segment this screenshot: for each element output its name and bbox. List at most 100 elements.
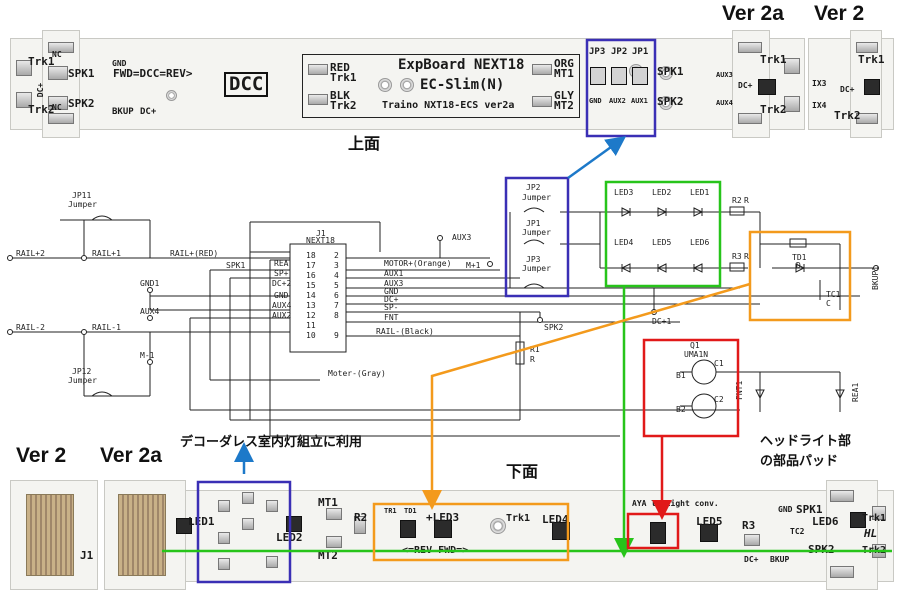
label-ver2a-top: Ver 2a xyxy=(722,2,784,25)
pad xyxy=(830,566,854,578)
sch-pin-l2: DC+2 xyxy=(272,279,291,288)
sch-pin-l0: REA xyxy=(274,259,289,268)
pad xyxy=(218,500,230,512)
pad xyxy=(326,508,342,520)
silk-jp-gnd: GND xyxy=(589,97,602,105)
silk-jp-aux2: AUX2 xyxy=(609,97,626,105)
label-ver2-top: Ver 2 xyxy=(814,2,865,25)
silk-trk1b: Trk1 xyxy=(330,71,357,84)
bsilk-led4: LED4 xyxy=(542,513,569,526)
heading-bottom-side: 下面 xyxy=(506,462,539,481)
silk-org: ORG xyxy=(554,57,574,70)
silk-mt2: MT2 xyxy=(554,99,574,112)
sch-b2: B2 xyxy=(676,405,686,414)
mount-hole xyxy=(378,78,392,92)
sch-rail-p2: RAIL+2 xyxy=(16,249,45,258)
silk-r-trk2: Trk2 xyxy=(760,103,787,116)
sch-pin-n11: 11 xyxy=(306,321,316,330)
next18-connector-ver2a xyxy=(118,494,166,576)
silk-v2-dc: DC+ xyxy=(840,85,855,94)
sch-pin-l4: AUX4 xyxy=(272,301,291,310)
sch-led1: LED1 xyxy=(690,188,709,197)
silk-gnd: GND xyxy=(112,59,127,68)
pad xyxy=(856,42,878,53)
led6-chip xyxy=(850,512,866,528)
silk-r-aux4: AUX4 xyxy=(716,99,733,107)
sch-pin-n7: 7 xyxy=(334,301,339,310)
annotation-headlight: ヘッドライト部 の部品パッド xyxy=(760,434,852,469)
silk-trk2b: Trk2 xyxy=(330,99,357,112)
heading-top-side: 上面 xyxy=(348,134,381,153)
sch-led6: LED6 xyxy=(690,238,709,247)
pad xyxy=(266,556,278,568)
pad xyxy=(354,516,366,534)
sch-r2: R2 xyxy=(732,196,742,205)
sch-spk2: SPK2 xyxy=(544,323,563,332)
sch-pin-r2: AUX3 xyxy=(384,279,403,288)
pad xyxy=(738,113,762,124)
sch-pin-n14: 14 xyxy=(306,291,316,300)
pad xyxy=(16,60,32,76)
blue-arrow-top xyxy=(567,136,627,180)
sch-pin-n12: 12 xyxy=(306,311,316,320)
bottom-board-ver2a xyxy=(104,490,894,582)
sch-r1b: R xyxy=(530,355,535,364)
silk-v2-ix3: IX3 xyxy=(812,79,827,88)
bsilk-spk1: SPK1 xyxy=(796,503,823,516)
sch-pin-n2: 2 xyxy=(334,251,339,260)
silk-trk1: Trk1 xyxy=(28,55,55,68)
sch-led3: LED3 xyxy=(614,188,633,197)
dcc-logo: DCC xyxy=(224,72,269,97)
blue-box-top-jumpers xyxy=(585,38,657,138)
next18-connector-ver2 xyxy=(26,494,74,576)
diode xyxy=(758,79,776,95)
sch-pin-n3: 3 xyxy=(334,261,339,270)
silk-v2-trk1: Trk1 xyxy=(858,53,885,66)
silk-mt1: MT1 xyxy=(554,67,574,80)
sch-pin-n6: 6 xyxy=(334,291,339,300)
bsilk-mt2: MT2 xyxy=(318,549,338,562)
pad xyxy=(744,534,760,546)
sch-pin-n15: 15 xyxy=(306,281,316,290)
pad xyxy=(532,96,552,107)
led4-chip xyxy=(552,522,570,540)
silk-jp2: JP2 xyxy=(611,47,628,57)
silk-r-trk1: Trk1 xyxy=(760,53,787,66)
bsilk-aya: AYA la light conv. xyxy=(632,499,719,508)
silk-jp1: JP1 xyxy=(632,47,649,57)
led3-chip xyxy=(434,520,452,538)
sch-rail-p1: RAIL+1 xyxy=(92,249,121,258)
sch-pin-r6: FNT xyxy=(384,313,399,322)
silk-r-spk1: SPK1 xyxy=(657,65,684,78)
sch-aux4: AUX4 xyxy=(140,307,159,316)
red-box-transistor xyxy=(642,338,740,438)
bsilk-hl: HL xyxy=(864,527,878,540)
pad xyxy=(48,96,68,110)
board-title-3: Traino NXT18-ECS ver2a xyxy=(382,100,515,111)
sch-pin-l1: SP+ xyxy=(274,269,289,278)
sch-pin-n18: 18 xyxy=(306,251,316,260)
sch-jp11: JP11 xyxy=(72,191,91,200)
sch-td1: TD1 xyxy=(792,253,807,262)
bsilk-trk1b: Trk1 xyxy=(862,513,887,524)
sch-led5: LED5 xyxy=(652,238,671,247)
silk-nc-top: NC xyxy=(52,50,62,59)
silk-r-dc: DC+ xyxy=(738,81,753,90)
sch-q1: Q1 xyxy=(690,341,700,350)
sch-pin-r4: DC+ xyxy=(384,295,399,304)
silk-bkup: BKUP xyxy=(112,107,134,117)
pad xyxy=(218,532,230,544)
mount-hole xyxy=(659,66,673,80)
sch-rail-m1: RAIL-1 xyxy=(92,323,121,332)
led1-chip xyxy=(176,518,192,534)
sch-r1: R1 xyxy=(530,345,540,354)
silk-spk1: SPK1 xyxy=(68,67,95,80)
label-ver2a-bottom: Ver 2a xyxy=(100,444,162,467)
sch-rr3: R xyxy=(744,252,749,261)
jumper-pad xyxy=(590,67,606,85)
pad xyxy=(16,92,32,108)
sch-jp1b: Jumper xyxy=(522,228,551,237)
sch-rail-red: RAIL+(RED) xyxy=(170,249,218,258)
sch-pin-n5: 5 xyxy=(334,281,339,290)
sch-c2: C2 xyxy=(714,395,724,404)
